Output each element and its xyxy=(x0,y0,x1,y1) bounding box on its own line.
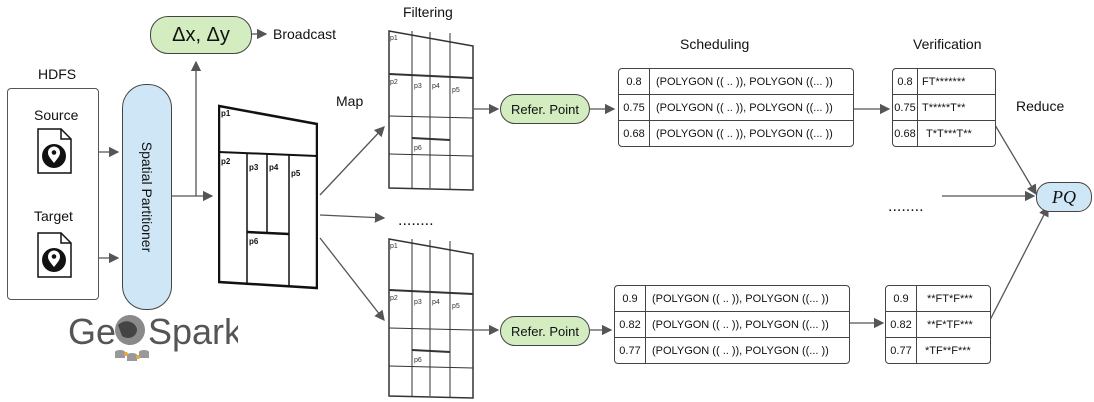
source-file-icon xyxy=(37,128,72,174)
svg-text:p4: p4 xyxy=(432,83,440,90)
score-cell: 0.68 xyxy=(619,121,650,146)
scheduling-label: Scheduling xyxy=(680,36,750,52)
svg-text:p4: p4 xyxy=(432,299,440,306)
table-row: 0.82 (POLYGON (( .. )), POLYGON ((... )) xyxy=(615,312,849,338)
table-row: 0.75 T*****T** xyxy=(893,95,995,121)
table-row: 0.8 (POLYGON (( .. )), POLYGON ((... )) xyxy=(619,69,853,95)
source-label: Source xyxy=(34,107,79,123)
matrix-cell: T*T***T** xyxy=(926,127,972,140)
matrix-cell: **F*TF*** xyxy=(927,318,973,331)
score-cell: 0.75 xyxy=(619,95,650,120)
score-cell: 0.77 xyxy=(615,338,646,363)
svg-text:p2: p2 xyxy=(390,79,398,86)
svg-text:p3: p3 xyxy=(414,299,422,306)
refer-point-bottom-label: Refer. Point xyxy=(511,323,579,339)
matrix-cell: T*****T** xyxy=(922,101,966,114)
filtering-label: Filtering xyxy=(403,4,453,20)
refer-point-bottom: Refer. Point xyxy=(500,316,590,346)
svg-text:p6: p6 xyxy=(414,145,422,152)
svg-text:p1: p1 xyxy=(390,243,398,250)
svg-text:p5: p5 xyxy=(452,303,460,310)
verification-label: Verification xyxy=(913,36,982,52)
partition-grid-main: p1 p2 p3 p4 p5 p6 xyxy=(218,104,318,290)
broadcast-label: Broadcast xyxy=(273,26,337,42)
matrix-cell: *TF**F*** xyxy=(925,344,971,357)
candidate-pair-cell: (POLYGON (( .. )), POLYGON ((... )) xyxy=(652,344,829,357)
table-row: 0.9 (POLYGON (( .. )), POLYGON ((... )) xyxy=(615,286,849,312)
svg-text:p3: p3 xyxy=(414,83,422,90)
svg-text:p5: p5 xyxy=(452,87,460,94)
dots-right: ........ xyxy=(888,198,924,215)
svg-text:Spark: Spark xyxy=(148,311,238,352)
score-cell: 0.77 xyxy=(886,338,917,363)
filtering-grid-bottom: p1 p2 p3 p4 p5 p6 xyxy=(388,238,474,400)
score-cell: 0.68 xyxy=(893,121,918,146)
svg-text:p5: p5 xyxy=(291,169,301,178)
score-cell: 0.8 xyxy=(619,69,650,94)
dots-middle: ........ xyxy=(398,212,434,229)
score-cell: 0.82 xyxy=(615,312,646,337)
matrix-cell: FT******* xyxy=(922,75,966,88)
candidate-pair-cell: (POLYGON (( .. )), POLYGON ((... )) xyxy=(652,292,829,305)
table-row: 0.77 (POLYGON (( .. )), POLYGON ((... )) xyxy=(615,338,849,363)
score-cell: 0.82 xyxy=(886,312,917,337)
filtering-grid-top: p1 p2 p3 p4 p5 p6 xyxy=(388,30,474,192)
score-cell: 0.8 xyxy=(893,69,918,94)
geospark-logo-text: Ge xyxy=(68,311,116,352)
svg-text:p2: p2 xyxy=(221,157,231,166)
geospark-logo: Ge Spark xyxy=(68,308,238,362)
target-file-icon xyxy=(37,232,72,278)
table-row: 0.75 (POLYGON (( .. )), POLYGON ((... )) xyxy=(619,95,853,121)
candidate-pair-cell: (POLYGON (( .. )), POLYGON ((... )) xyxy=(656,75,833,88)
delta-node: Δx, Δy xyxy=(150,16,252,54)
candidate-pair-cell: (POLYGON (( .. )), POLYGON ((... )) xyxy=(656,101,833,114)
refer-point-top-label: Refer. Point xyxy=(511,101,579,117)
svg-text:p4: p4 xyxy=(269,163,279,172)
reduce-label: Reduce xyxy=(1016,98,1065,114)
delta-label: Δx, Δy xyxy=(172,23,230,46)
scheduling-table-bottom: 0.9 (POLYGON (( .. )), POLYGON ((... )) 0… xyxy=(614,285,850,364)
verification-table-top: 0.8 FT******* 0.75 T*****T** 0.68 T*T***T** xyxy=(892,68,996,147)
table-row: 0.68 (POLYGON (( .. )), POLYGON ((... )) xyxy=(619,121,853,146)
table-row: 0.82 **F*TF*** xyxy=(886,312,990,338)
table-row: 0.68 T*T***T** xyxy=(893,121,995,146)
map-label: Map xyxy=(336,93,364,109)
table-row: 0.9 **FT*F*** xyxy=(886,286,990,312)
matrix-cell: **FT*F*** xyxy=(927,292,973,305)
pq-node: PQ xyxy=(1036,182,1092,212)
svg-text:p6: p6 xyxy=(414,357,422,364)
table-row: 0.8 FT******* xyxy=(893,69,995,95)
svg-text:p6: p6 xyxy=(249,237,259,246)
svg-text:p2: p2 xyxy=(390,295,398,302)
target-label: Target xyxy=(34,208,73,224)
pq-label: PQ xyxy=(1052,186,1076,207)
score-cell: 0.9 xyxy=(615,286,646,311)
svg-text:p3: p3 xyxy=(249,163,259,172)
score-cell: 0.9 xyxy=(886,286,917,311)
spatial-partitioner: Spatial Partitioner xyxy=(122,84,172,310)
scheduling-table-top: 0.8 (POLYGON (( .. )), POLYGON ((... )) 0… xyxy=(618,68,854,147)
verification-table-bottom: 0.9 **FT*F*** 0.82 **F*TF*** 0.77 *TF**F*** xyxy=(885,285,991,364)
hdfs-label: HDFS xyxy=(38,66,77,82)
table-row: 0.77 *TF**F*** xyxy=(886,338,990,363)
spatial-partitioner-label: Spatial Partitioner xyxy=(139,141,155,253)
refer-point-top: Refer. Point xyxy=(500,94,590,124)
candidate-pair-cell: (POLYGON (( .. )), POLYGON ((... )) xyxy=(656,127,833,140)
candidate-pair-cell: (POLYGON (( .. )), POLYGON ((... )) xyxy=(652,318,829,331)
svg-text:p1: p1 xyxy=(221,109,231,118)
svg-text:p1: p1 xyxy=(390,35,398,42)
score-cell: 0.75 xyxy=(893,95,918,120)
